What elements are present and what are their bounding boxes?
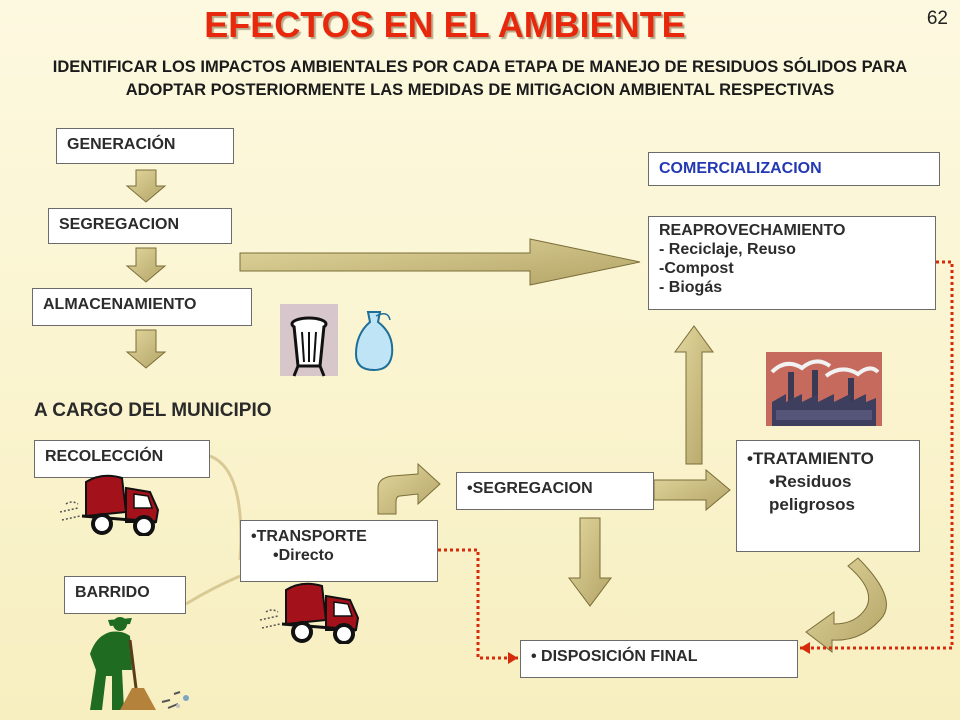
tratamiento-item-line1: •Residuos <box>769 472 852 491</box>
garbage-truck-icon <box>59 474 160 536</box>
arrow-tratamiento-to-disposicion <box>805 557 887 654</box>
box-barrido: BARRIDO <box>64 576 186 614</box>
reaprovechamiento-item-1: - Reciclaje, Reuso <box>659 241 796 258</box>
arrow-almacenamiento-down <box>125 329 167 369</box>
transporte-item: •Directo <box>273 547 334 564</box>
dotted-arrowhead-transporte <box>508 652 518 664</box>
box-generacion: GENERACIÓN <box>56 128 234 164</box>
box-recoleccion: RECOLECCIÓN <box>34 440 210 478</box>
arrow-segregacion-to-tratamiento <box>653 468 731 512</box>
box-almacenamiento: ALMACENAMIENTO <box>32 288 252 326</box>
slide-title: EFECTOS EN EL AMBIENTE <box>204 4 686 45</box>
tratamiento-title: •TRATAMIENTO <box>747 449 874 468</box>
dotted-connector-transporte-to-disposicion <box>438 548 518 660</box>
municipio-heading: A CARGO DEL MUNICIPIO <box>34 400 272 421</box>
tratamiento-item-line2: peligrosos <box>769 495 855 514</box>
reaprovechamiento-title: REAPROVECHAMIENTO <box>659 222 846 239</box>
box-reaprovechamiento: REAPROVECHAMIENTO - Reciclaje, Reuso -Co… <box>648 216 936 310</box>
dotted-connector-reaprovechamiento-to-disposicion <box>800 260 954 650</box>
arrow-to-reaprovechamiento <box>239 238 641 286</box>
box-transporte: •TRANSPORTE •Directo <box>240 520 438 582</box>
reaprovechamiento-item-2: -Compost <box>659 260 734 277</box>
arrow-tratamiento-to-reaprovechamiento <box>674 325 714 465</box>
slide-subtitle: IDENTIFICAR LOS IMPACTOS AMBIENTALES POR… <box>52 58 908 99</box>
transporte-title: •TRANSPORTE <box>251 528 367 545</box>
reaprovechamiento-item-3: - Biogás <box>659 279 723 296</box>
box-segregacion-1: SEGREGACION <box>48 208 232 244</box>
arrow-segregacion-to-almacenamiento <box>125 247 167 283</box>
factory-icon <box>766 352 882 426</box>
box-tratamiento: •TRATAMIENTO •Residuos peligrosos <box>736 440 920 552</box>
dotted-arrowhead-reaprovechamiento <box>800 642 810 654</box>
arrow-transporte-to-segregacion <box>377 462 441 515</box>
connector-recoleccion-to-transporte <box>209 454 243 561</box>
page-number: 62 <box>926 8 948 29</box>
sweeper-icon <box>90 617 189 710</box>
connector-barrido-to-transporte <box>185 574 241 606</box>
garbage-bag-icon <box>354 311 394 372</box>
box-comercializacion: COMERCIALIZACION <box>648 152 940 186</box>
box-disposicion-final: • DISPOSICIÓN FINAL <box>520 640 798 678</box>
trash-can-icon <box>280 304 338 377</box>
garbage-truck-icon <box>259 582 360 644</box>
arrow-generacion-to-segregacion <box>125 169 167 203</box>
box-segregacion-2: •SEGREGACION <box>456 472 654 510</box>
arrow-segregacion-to-disposicion <box>568 517 612 607</box>
